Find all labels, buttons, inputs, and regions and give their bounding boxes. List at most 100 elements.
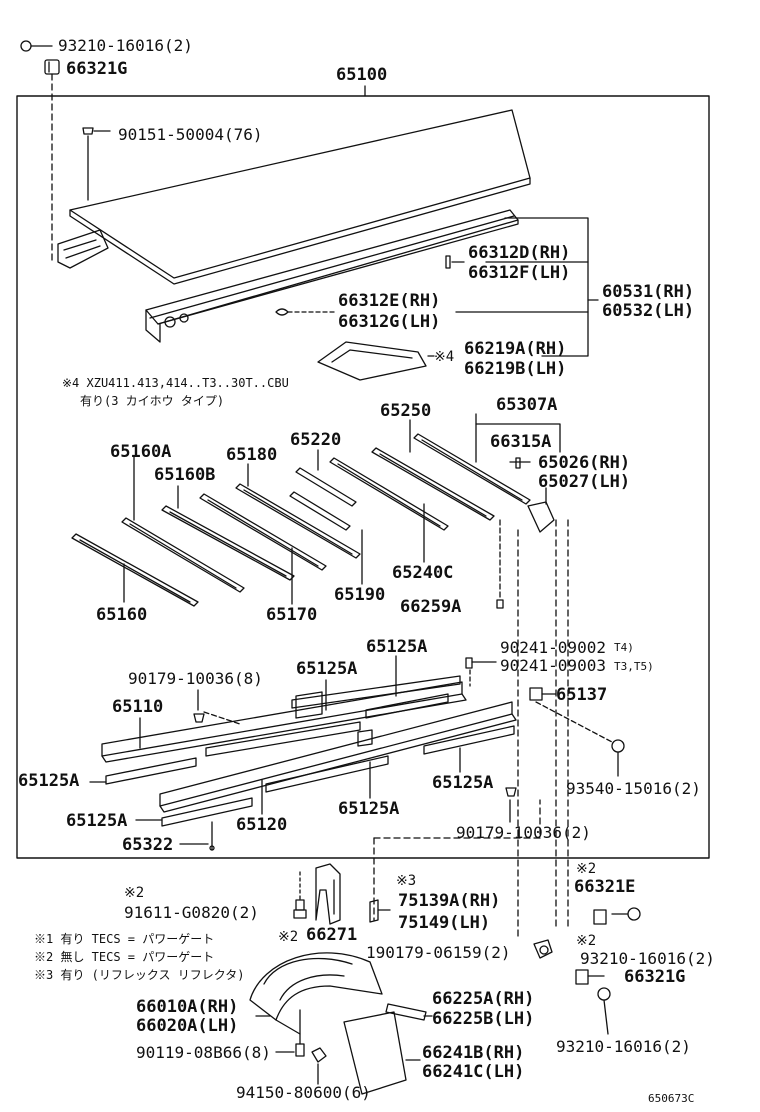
bracket-66321g-top bbox=[44, 59, 60, 75]
floor-panel bbox=[69, 109, 531, 285]
sill-65125a-top bbox=[291, 675, 461, 709]
legend-1: ※1 有り TECS = パワーゲート bbox=[34, 932, 215, 946]
label-90151: 90151-50004(76) bbox=[118, 125, 263, 144]
cross-member-65180 bbox=[235, 483, 361, 559]
sill-65125a-mid-right bbox=[365, 693, 449, 719]
clip-66312e bbox=[275, 308, 289, 316]
cross-member-65307a bbox=[413, 433, 531, 505]
cross-member-65220 bbox=[295, 467, 357, 507]
label-65120: 65120 bbox=[236, 815, 288, 835]
label-60531: 60531(RH) bbox=[602, 282, 695, 302]
label-65100: 65100 bbox=[336, 65, 388, 85]
clip-66315a bbox=[515, 457, 521, 469]
label-66321e: 66321E bbox=[574, 877, 636, 897]
label-60532: 60532(LH) bbox=[602, 301, 695, 321]
label-65110: 65110 bbox=[112, 697, 164, 717]
label-66321g-top: 66321G bbox=[66, 59, 128, 79]
label-93210-mid: 93210-16016(2) bbox=[580, 949, 715, 968]
bolt-90179-top bbox=[193, 713, 205, 723]
label-66312g: 66312G(LH) bbox=[338, 312, 441, 332]
dashed-93540 bbox=[535, 701, 613, 743]
label-90119: 90119-08B66(8) bbox=[136, 1043, 271, 1062]
label-66312e: 66312E(RH) bbox=[338, 291, 441, 311]
mudflap-66241b bbox=[343, 1011, 407, 1095]
label-65307a: 65307A bbox=[496, 395, 558, 415]
label-65220: 65220 bbox=[290, 430, 342, 450]
label-65026: 65026(RH) bbox=[538, 453, 631, 473]
label-93540: 93540-15016(2) bbox=[566, 779, 701, 798]
leader-65307a-bracket bbox=[475, 423, 561, 453]
assembly-frame bbox=[16, 95, 710, 859]
label-65160b: 65160B bbox=[154, 465, 216, 485]
label-75149: 75149(LH) bbox=[398, 913, 491, 933]
plug-66259a bbox=[496, 599, 504, 609]
label-65322: 65322 bbox=[122, 835, 174, 855]
bracket-66321e bbox=[593, 909, 607, 925]
label-65160: 65160 bbox=[96, 605, 148, 625]
sill-65125a-mid-left bbox=[105, 757, 197, 785]
label-65125a-6: 65125A bbox=[338, 799, 400, 819]
label-90179-top: 90179-10036(8) bbox=[128, 669, 263, 688]
sill-65125a-lower-mid bbox=[265, 755, 389, 793]
bolt-190179 bbox=[533, 939, 553, 959]
mark-3: ※3 bbox=[396, 873, 417, 889]
label-90241-09002: 90241-09002 bbox=[500, 638, 606, 657]
cross-member-65240c bbox=[329, 457, 449, 531]
label-66315a: 66315A bbox=[490, 432, 552, 452]
label-90241-09003-note: T3,T5) bbox=[614, 660, 654, 673]
label-66020a: 66020A(LH) bbox=[136, 1016, 239, 1036]
clip-66312d bbox=[445, 255, 451, 269]
legend-2: ※2 無し TECS = パワーゲート bbox=[34, 950, 215, 964]
cross-member-65250 bbox=[371, 447, 495, 521]
label-90241-09003: 90241-09003 bbox=[500, 656, 606, 675]
nut-65137 bbox=[529, 687, 543, 701]
mark-2-c: ※2 bbox=[278, 929, 299, 945]
label-65240c: 65240C bbox=[392, 563, 454, 583]
label-91611: 91611-G0820(2) bbox=[124, 903, 259, 922]
label-66241c: 66241C(LH) bbox=[422, 1062, 525, 1082]
label-66225b: 66225B(LH) bbox=[432, 1009, 535, 1029]
label-65137: 65137 bbox=[556, 685, 608, 705]
cross-member-65190 bbox=[289, 491, 351, 531]
label-65170: 65170 bbox=[266, 605, 318, 625]
side-rail-60531 bbox=[145, 209, 519, 343]
label-90179-bottom: 90179-10036(2) bbox=[456, 823, 591, 842]
leader-bracket-60531 bbox=[504, 217, 589, 357]
reflector-75139a bbox=[369, 899, 391, 923]
label-66241b: 66241B(RH) bbox=[422, 1043, 525, 1063]
label-65125a-3: 65125A bbox=[18, 771, 80, 791]
label-65180: 65180 bbox=[226, 445, 278, 465]
label-66219b: 66219B(LH) bbox=[464, 359, 567, 379]
cross-member-65160b bbox=[161, 505, 295, 581]
label-65125a-2: 65125A bbox=[296, 659, 358, 679]
sill-65125a-mid bbox=[205, 721, 361, 757]
label-65190: 65190 bbox=[334, 585, 386, 605]
bolt-93210-top bbox=[20, 40, 53, 52]
cross-member-65160a bbox=[121, 517, 245, 593]
label-190179: 190179-06159(2) bbox=[366, 943, 511, 962]
brace-66225a bbox=[385, 1003, 433, 1021]
sill-65125a-lower-right bbox=[423, 725, 515, 755]
sill-65120 bbox=[159, 701, 517, 813]
bracket-66271 bbox=[315, 863, 341, 925]
spacer-block-2 bbox=[357, 729, 373, 747]
label-66312d: 66312D(RH) bbox=[468, 243, 571, 263]
label-66271: 66271 bbox=[306, 925, 358, 945]
bolt-91611 bbox=[293, 871, 307, 919]
cross-member-65160 bbox=[71, 533, 199, 607]
label-66259a: 66259A bbox=[400, 597, 462, 617]
diagram-code: 650673C bbox=[648, 1092, 695, 1105]
mark-2-b: ※2 bbox=[124, 885, 145, 901]
bolt-90119 bbox=[295, 1043, 305, 1057]
bracket-66219a bbox=[317, 341, 427, 381]
bolt-93210-bottom bbox=[597, 987, 611, 1035]
mark-2-d: ※2 bbox=[576, 933, 597, 949]
label-65125a-4: 65125A bbox=[432, 773, 494, 793]
dashed-guide-lower-2 bbox=[373, 799, 541, 839]
front-bracket bbox=[57, 229, 109, 269]
legend-3: ※3 有り (リフレックス リフレクタ) bbox=[34, 968, 245, 982]
mark-4: ※4 bbox=[434, 349, 455, 365]
bolt-90179-bottom bbox=[505, 787, 517, 797]
dashed-90179 bbox=[203, 711, 241, 725]
